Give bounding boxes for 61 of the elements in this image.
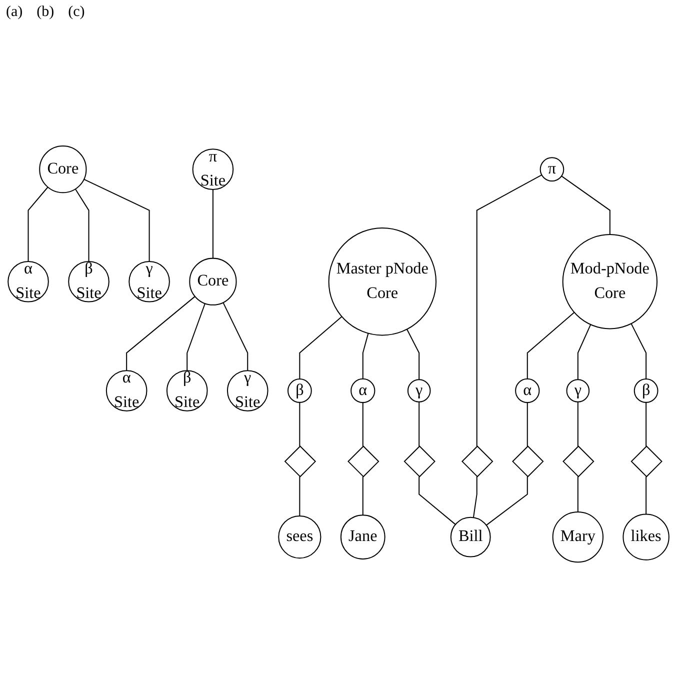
node-circle: Mary	[552, 512, 604, 564]
node-circle: Mod-pNode Core	[562, 234, 658, 330]
node-circle: Jane	[340, 514, 386, 560]
connector	[222, 302, 248, 371]
node-circle: β Site	[68, 261, 110, 303]
connector	[630, 324, 647, 380]
node-diamond	[630, 446, 662, 478]
connector	[577, 402, 578, 447]
connector	[299, 476, 300, 516]
connector	[362, 402, 364, 447]
connector	[212, 190, 214, 259]
connector	[74, 189, 90, 262]
node-circle: γ	[566, 379, 590, 403]
connector	[28, 187, 48, 262]
node-circle: π Site	[192, 149, 234, 190]
node-circle: γ	[407, 379, 431, 403]
connector	[299, 316, 342, 380]
connector	[646, 476, 647, 515]
connector	[577, 476, 578, 512]
node-diamond	[348, 446, 380, 478]
connector	[476, 174, 542, 447]
node-circle: β	[634, 378, 658, 404]
node-diamond	[404, 446, 436, 478]
connector	[406, 329, 420, 380]
node-diamond	[462, 446, 494, 478]
node-circle: α	[350, 378, 376, 404]
connector	[577, 324, 592, 380]
connector	[526, 402, 528, 447]
node-circle: π	[540, 158, 564, 182]
connector	[186, 304, 206, 371]
connector	[561, 176, 610, 235]
connector	[84, 179, 150, 262]
node-circle: β Site	[166, 370, 208, 412]
node-circle: Bill	[450, 517, 491, 558]
node-circle: likes	[622, 514, 670, 561]
node-diamond	[562, 446, 594, 478]
connector	[472, 476, 478, 518]
connector	[526, 312, 575, 380]
connector	[646, 402, 647, 447]
node-circle: Master pNode Core	[328, 228, 437, 336]
node-diamond	[284, 446, 316, 478]
connector	[362, 334, 369, 380]
connector	[418, 402, 420, 447]
node-circle: α Site	[8, 261, 49, 303]
node-circle: γ Site	[128, 261, 170, 303]
panel-label: (c)	[68, 4, 85, 20]
node-circle: sees	[278, 516, 322, 559]
node-circle: α Site	[106, 370, 148, 412]
panel-label: (b)	[36, 4, 54, 20]
connector	[299, 402, 300, 447]
connector	[362, 476, 364, 516]
connector	[418, 476, 456, 526]
node-circle: γ Site	[226, 370, 268, 412]
node-circle: Core	[39, 146, 87, 194]
panel-label: (a)	[6, 4, 23, 20]
node-circle: α	[515, 378, 540, 404]
connector	[126, 296, 196, 371]
node-circle: Core	[189, 258, 237, 306]
node-diamond	[512, 446, 544, 478]
connector	[486, 476, 528, 526]
node-circle: β	[287, 378, 312, 404]
